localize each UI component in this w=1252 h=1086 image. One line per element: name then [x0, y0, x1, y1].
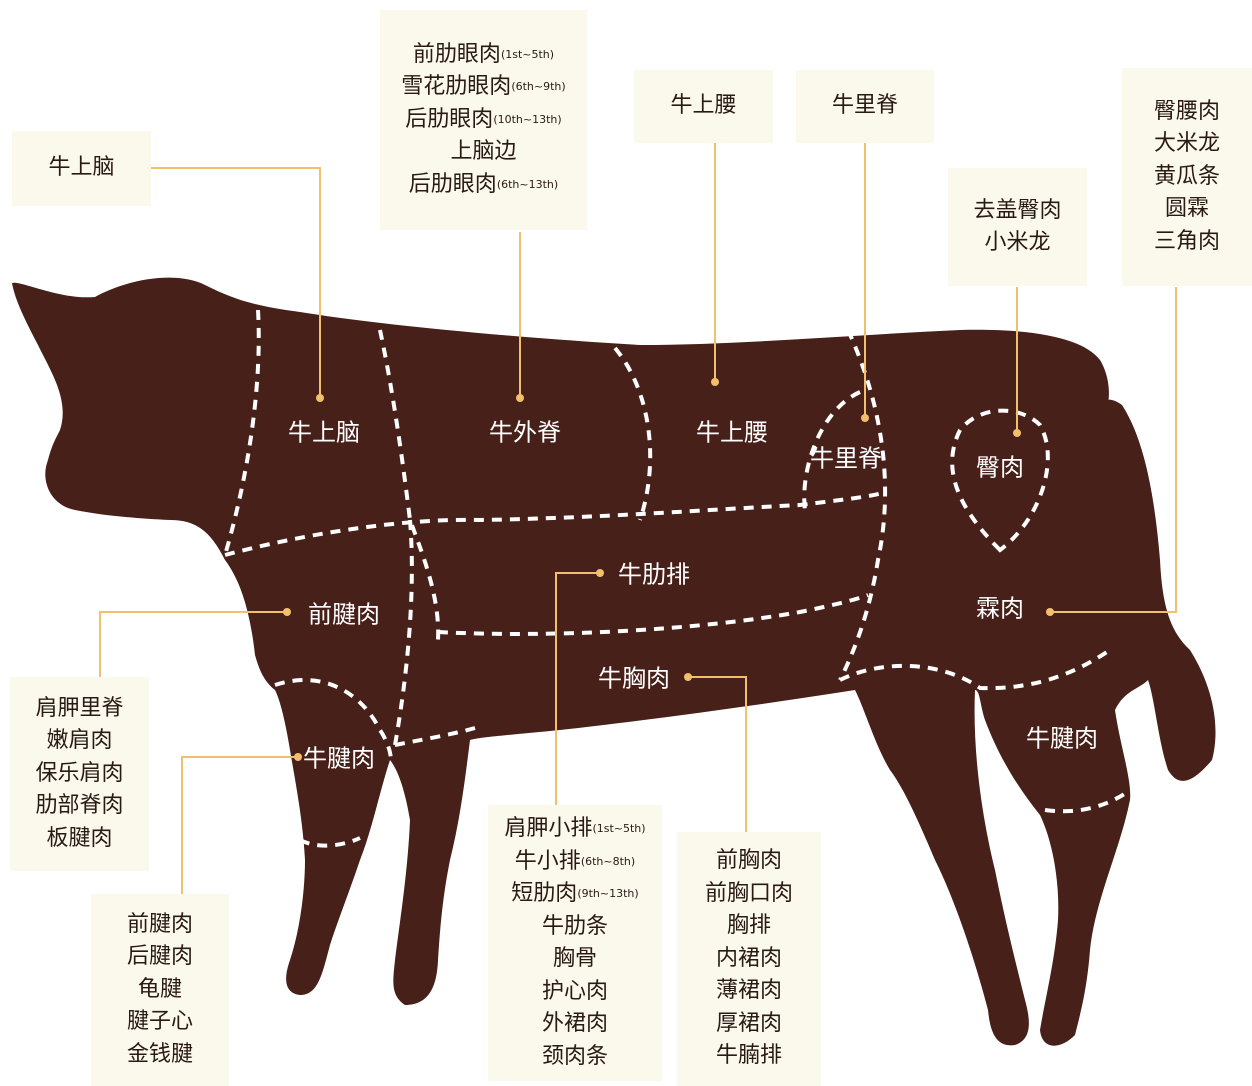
- callout-line: 雪花肋眼肉(6th~9th): [401, 74, 566, 100]
- callout-line: 保乐肩肉: [35, 760, 124, 786]
- region-label-short-loin: 牛上腰: [696, 418, 768, 447]
- cut-line-flank: [838, 329, 888, 681]
- leader-round: [1050, 287, 1177, 613]
- cut-line-fore-shank-top: [274, 678, 393, 762]
- callout-line: 三角肉: [1153, 228, 1220, 254]
- callout-line: 前肋眼肉(1st~5th): [412, 41, 555, 67]
- callout-line: 臀腰肉: [1153, 98, 1220, 124]
- leader-lines: [99, 143, 1177, 894]
- callout-line: 去盖臀肉: [973, 197, 1062, 223]
- callout-line: 牛腩排: [715, 1043, 782, 1069]
- region-label-round: 霖肉: [976, 594, 1024, 623]
- callout-line: 牛上腰: [670, 93, 737, 119]
- callout-line: 肩胛里脊: [35, 695, 124, 721]
- callout-line: 后肋眼肉(6th~13th): [408, 171, 559, 197]
- callout-line: 金钱腱: [126, 1041, 193, 1067]
- callout-chuck: 牛上脑: [12, 131, 151, 206]
- leader-dots: [283, 378, 1054, 761]
- cut-line-hind-bottom: [1044, 788, 1132, 814]
- cut-line-neck: [223, 309, 261, 556]
- cut-line-hind-top: [839, 648, 1112, 691]
- callout-tenderloin: 牛里脊: [796, 70, 934, 143]
- callout-line: 牛上脑: [48, 155, 115, 181]
- leader-brisket: [688, 676, 747, 832]
- callout-line: 牛里脊: [831, 93, 898, 119]
- callout-line: 龟腱: [137, 976, 182, 1002]
- callout-line: 板腱肉: [46, 825, 113, 851]
- callout-line: 肋部脊肉: [35, 793, 124, 819]
- callout-line: 黄瓜条: [1153, 163, 1220, 189]
- callout-line: 胸排: [726, 913, 771, 939]
- callout-line: 上脑边: [450, 139, 517, 165]
- callout-line: 薄裙肉: [715, 978, 782, 1004]
- callout-line: 厚裙肉: [715, 1010, 782, 1036]
- callout-line: 前胸口肉: [704, 880, 793, 906]
- callout-line: 颈肉条: [541, 1043, 608, 1069]
- region-label-plate: 牛肋排: [618, 560, 690, 589]
- callout-line: 牛肋条: [541, 913, 608, 939]
- callout-short-loin: 牛上腰: [634, 70, 773, 143]
- cut-line-belly-bottom: [437, 593, 869, 636]
- callout-line: 前腱肉: [126, 911, 193, 937]
- leader-shoulder: [99, 611, 287, 677]
- cut-lines: [223, 309, 1132, 848]
- callout-line: 短肋肉(9th~13th): [511, 881, 639, 906]
- callout-shank: 前腱肉 后腱肉 龟腱 腱子心 金钱腱: [91, 894, 229, 1086]
- callout-line: 胸骨: [552, 946, 597, 971]
- callout-line: 大米龙: [1153, 131, 1220, 157]
- leader-chuck: [150, 167, 321, 398]
- callout-rump: 去盖臀肉 小米龙: [948, 168, 1087, 286]
- callout-line: 嫩肩肉: [46, 728, 113, 754]
- region-label-chuck: 牛上脑: [288, 418, 360, 447]
- cut-line-belly-top: [224, 490, 887, 557]
- callout-brisket: 前胸肉 前胸口肉 胸排 内裙肉 薄裙肉 厚裙肉 牛腩排: [677, 832, 821, 1086]
- callout-line: 圆霖: [1164, 196, 1209, 222]
- callout-line: 护心肉: [541, 978, 608, 1004]
- callout-line: 腱子心: [126, 1009, 193, 1035]
- region-label-rump: 臀肉: [976, 453, 1024, 482]
- cut-line-brisket-bottom: [394, 726, 476, 747]
- cut-line-chuck-rib: [378, 329, 441, 641]
- region-label-shoulder: 前腱肉: [308, 600, 380, 629]
- callout-rib: 前肋眼肉(1st~5th) 雪花肋眼肉(6th~9th) 后肋眼肉(10th~1…: [380, 10, 587, 230]
- region-label-hind-shank: 牛腱肉: [1026, 724, 1098, 753]
- callout-plate: 肩胛小排(1st~5th) 牛小排(6th~8th) 短肋肉(9th~13th)…: [488, 805, 662, 1081]
- callout-line: 后肋眼肉(10th~13th): [405, 106, 562, 132]
- region-label-tenderloin: 牛里脊: [810, 444, 882, 473]
- callout-round: 臀腰肉 大米龙 黄瓜条 圆霖 三角肉: [1122, 68, 1252, 286]
- cut-line-rib-loin: [613, 346, 653, 521]
- callout-line: 前胸肉: [715, 848, 782, 874]
- callout-line: 小米龙: [984, 230, 1051, 255]
- callout-line: 后腱肉: [126, 944, 193, 970]
- callout-line: 牛小排(6th~8th): [514, 848, 636, 874]
- cow-silhouette: [12, 277, 1216, 1046]
- callout-line: 外裙肉: [541, 1011, 608, 1036]
- cut-line-chuck-lower: [393, 519, 414, 746]
- leader-plate: [555, 572, 600, 805]
- region-label-fore-shank: 牛腱肉: [303, 744, 375, 773]
- callout-shoulder: 肩胛里脊 嫩肩肉 保乐肩肉 肋部脊肉 板腱肉: [10, 677, 149, 871]
- leader-shank: [181, 756, 298, 894]
- callout-line: 肩胛小排(1st~5th): [504, 816, 646, 841]
- cut-line-fore-shank-bottom: [299, 836, 361, 848]
- region-label-rib: 牛外脊: [489, 418, 561, 447]
- callout-line: 内裙肉: [715, 945, 782, 971]
- cut-line-rump: [950, 408, 1050, 553]
- region-label-brisket: 牛胸肉: [598, 664, 670, 693]
